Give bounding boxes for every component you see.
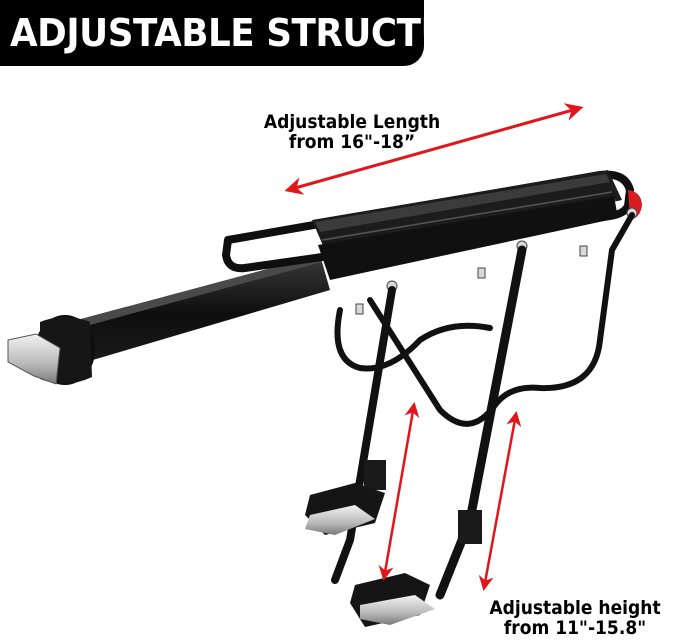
length-arrow — [284, 103, 584, 195]
height-label-line1: Adjustable height — [489, 597, 661, 619]
rack-platform — [222, 170, 634, 280]
height-arrow-left — [378, 402, 420, 581]
support-struts — [331, 212, 635, 600]
seatpost-clamp — [7, 315, 95, 385]
height-arrow-right — [478, 411, 522, 591]
length-label-line2: from 16"-18” — [288, 131, 416, 153]
height-label: Adjustable height from 11"-15.8" — [481, 598, 670, 638]
length-label-line1: Adjustable Length — [263, 111, 441, 133]
leg-clamps — [305, 460, 482, 627]
banner-title: ADJUSTABLE STRUCTURE — [10, 11, 501, 55]
height-label-line2: from 11"-15.8" — [503, 617, 647, 639]
seatpost-beam — [40, 255, 330, 372]
length-label: Adjustable Length from 16"-18” — [253, 112, 451, 152]
title-banner: ADJUSTABLE STRUCTURE — [0, 0, 501, 66]
